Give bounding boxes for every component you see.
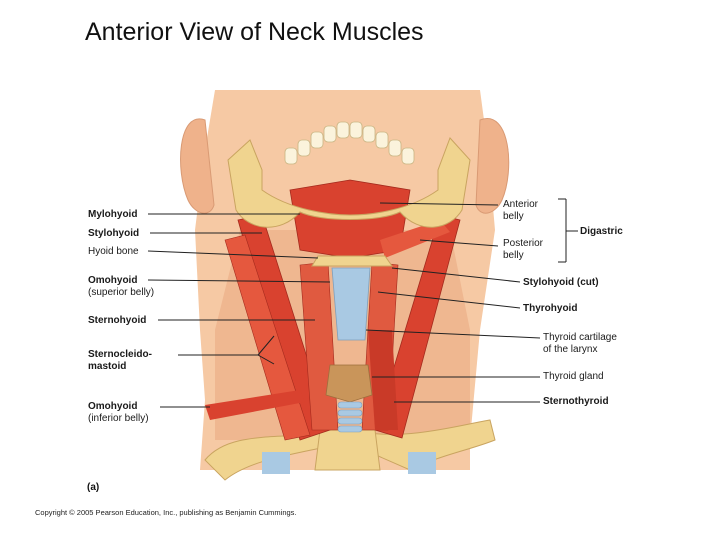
label-thyrohyoid: Thyrohyoid (523, 303, 578, 314)
left-clavicle-joint (262, 452, 290, 474)
label-thyroid-gland: Thyroid gland (543, 371, 604, 382)
label-omohyoid-superior-belly: (superior belly) (88, 287, 155, 298)
sternum (314, 429, 381, 471)
mandible (227, 137, 471, 228)
label-omohyoid-superior: Omohyoid (88, 275, 138, 286)
left-ear (180, 118, 215, 214)
label-thyroid-cartilage-1: Thyroid cartilage (543, 332, 617, 343)
left-omohyoid-inferior (205, 390, 305, 420)
label-sternothyroid: Sternothyroid (543, 396, 609, 407)
teeth (284, 121, 415, 165)
label-posterior-belly-2: belly (503, 250, 524, 261)
label-stylohyoid: Stylohyoid (88, 228, 140, 239)
panel-label: (a) (87, 482, 100, 493)
hyoid-bone (311, 255, 393, 267)
label-sternocleidomastoid-2: mastoid (88, 361, 127, 372)
label-anterior-belly-1: Anterior (503, 199, 539, 210)
copyright-notice: Copyright © 2005 Pearson Education, Inc.… (35, 508, 297, 517)
right-sternothyroid (368, 330, 398, 430)
thyroid-cartilage (331, 267, 371, 341)
label-sternohyoid: Sternohyoid (88, 315, 147, 326)
label-mylohyoid: Mylohyoid (88, 209, 138, 220)
leader-lines (147, 198, 578, 408)
label-omohyoid-inferior-belly: (inferior belly) (88, 413, 149, 424)
label-omohyoid-inferior: Omohyoid (88, 401, 138, 412)
label-digastric: Digastric (580, 226, 623, 237)
trachea-rings (337, 401, 363, 433)
label-hyoid-bone: Hyoid bone (88, 246, 139, 257)
digastric-posterior-belly (380, 220, 450, 258)
label-sternocleidomastoid-1: Sternocleido- (88, 349, 152, 360)
label-anterior-belly-2: belly (503, 211, 524, 222)
label-posterior-belly-1: Posterior (503, 238, 544, 249)
right-ear (475, 117, 510, 214)
left-sternocleidomastoid-2 (224, 234, 311, 441)
right-clavicle-joint (408, 452, 436, 474)
thyroid-gland (325, 364, 373, 403)
page-title: Anterior View of Neck Muscles (85, 18, 424, 46)
label-stylohyoid-cut: Stylohyoid (cut) (523, 277, 599, 288)
label-thyroid-cartilage-2: of the larynx (543, 344, 598, 355)
